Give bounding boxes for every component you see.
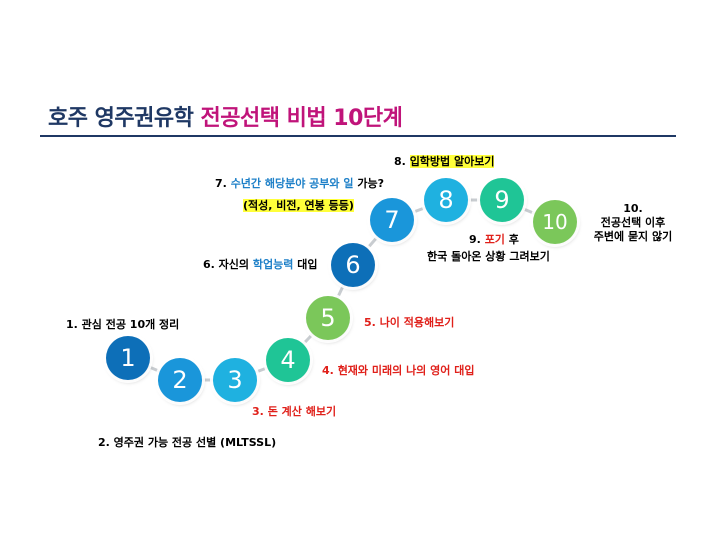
step-number: 2 bbox=[172, 366, 188, 394]
step-number: 4 bbox=[280, 346, 296, 374]
step-label-6: 6. 자신의 학업능력 대입 bbox=[203, 258, 317, 272]
step-label-6-pre: 6. 자신의 bbox=[203, 258, 250, 271]
step-node-3: 3 bbox=[213, 358, 257, 402]
step-node-10: 10 bbox=[533, 200, 577, 244]
step-label-8-highlight: 입학방법 알아보기 bbox=[409, 155, 495, 168]
step-label-6-highlight: 학업능력 bbox=[252, 258, 294, 271]
step-label-7: 7. 수년간 해당분야 공부와 일 가능? bbox=[215, 177, 384, 191]
step-number: 3 bbox=[227, 366, 243, 394]
step-label-7-post: 가능? bbox=[357, 177, 384, 190]
step-label-2: 2. 영주권 가능 전공 선별 (MLTSSL) bbox=[98, 436, 277, 449]
step-label-10-line3: 주변에 묻지 않기 bbox=[593, 230, 673, 243]
step-label-6-post: 대입 bbox=[297, 258, 318, 271]
step-label-9-pre: 9. bbox=[469, 233, 481, 246]
step-number: 10 bbox=[542, 210, 568, 234]
step-number: 5 bbox=[320, 304, 336, 332]
step-label-7-sub-text: (적성, 비전, 연봉 등등) bbox=[243, 199, 354, 212]
step-label-9: 9. 포기 후 bbox=[469, 233, 519, 247]
step-label-1: 1. 관심 전공 10개 정리 bbox=[66, 318, 180, 331]
page-title: 호주 영주권유학 전공선택 비법 10단계 bbox=[48, 100, 403, 132]
step-label-5-text: 나이 적용해보기 bbox=[379, 316, 455, 329]
step-node-4: 4 bbox=[266, 338, 310, 382]
step-label-3-num: 3. bbox=[252, 405, 264, 418]
step-node-8: 8 bbox=[424, 178, 468, 222]
step-label-7-sub: (적성, 비전, 연봉 등등) bbox=[243, 199, 354, 213]
step-label-9-post: 후 bbox=[508, 233, 519, 246]
step-label-4: 4. 현재와 미래의 나의 영어 대입 bbox=[322, 364, 474, 378]
step-number: 8 bbox=[438, 186, 454, 214]
step-number: 6 bbox=[345, 251, 361, 279]
step-node-5: 5 bbox=[306, 296, 350, 340]
step-label-9-sub: 한국 돌아온 상황 그려보기 bbox=[427, 250, 550, 263]
step-label-4-text: 현재와 미래의 나의 영어 대입 bbox=[337, 364, 475, 377]
step-label-7-pre: 7. bbox=[215, 177, 227, 190]
step-label-8-pre: 8. bbox=[394, 155, 406, 168]
step-number: 1 bbox=[120, 344, 136, 372]
step-label-8: 8. 입학방법 알아보기 bbox=[394, 155, 495, 169]
step-number: 7 bbox=[384, 206, 400, 234]
step-label-5: 5. 나이 적용해보기 bbox=[364, 316, 454, 330]
step-label-4-num: 4. bbox=[322, 364, 334, 377]
step-label-10-line1: 10. bbox=[623, 202, 643, 215]
step-number: 9 bbox=[494, 186, 510, 214]
step-node-7: 7 bbox=[370, 198, 414, 242]
title-part-2: 전공선택 비법 10단계 bbox=[200, 106, 403, 131]
step-label-10: 10. 전공선택 이후 주변에 묻지 않기 bbox=[590, 202, 676, 244]
step-label-5-num: 5. bbox=[364, 316, 376, 329]
title-underline bbox=[40, 135, 676, 137]
step-label-3-text: 돈 계산 해보기 bbox=[267, 405, 337, 418]
step-label-9-highlight: 포기 bbox=[484, 233, 505, 246]
step-node-2: 2 bbox=[158, 358, 202, 402]
step-node-6: 6 bbox=[331, 243, 375, 287]
step-node-1: 1 bbox=[106, 336, 150, 380]
step-node-9: 9 bbox=[480, 178, 524, 222]
title-part-1: 호주 영주권유학 bbox=[48, 106, 194, 131]
step-label-7-highlight: 수년간 해당분야 공부와 일 bbox=[230, 177, 354, 190]
step-label-10-line2: 전공선택 이후 bbox=[600, 216, 666, 229]
step-label-3: 3. 돈 계산 해보기 bbox=[252, 405, 336, 419]
